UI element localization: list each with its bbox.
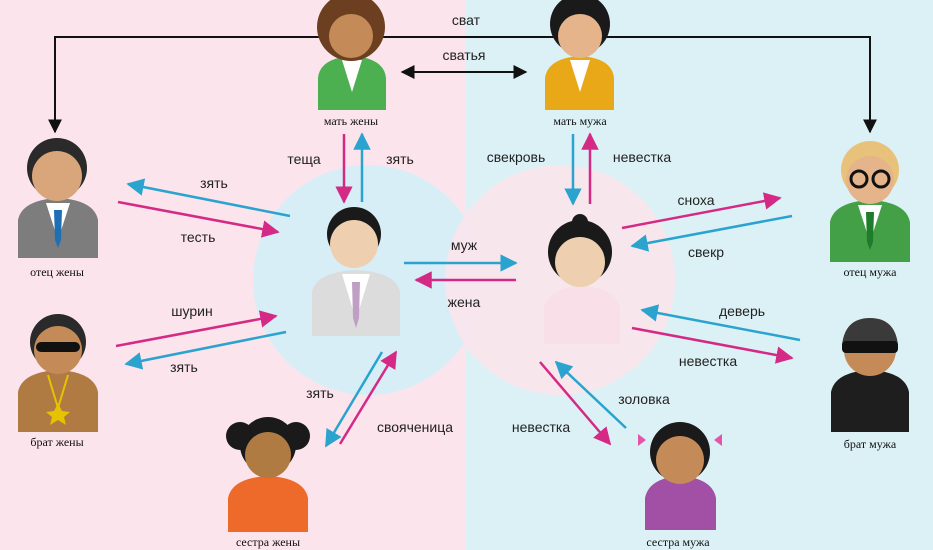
- zyat-sister-arrow: [324, 351, 384, 448]
- husband-father-figure: [830, 141, 910, 262]
- zyat-father-arrow: [126, 178, 291, 218]
- test-label: тесть: [181, 229, 216, 245]
- svat-connector: [48, 36, 877, 134]
- teshcha-label: теща: [287, 151, 321, 167]
- husband-brother-figure: [831, 318, 909, 432]
- nevestka-sister-arrow: [539, 361, 612, 446]
- test-arrow: [117, 200, 280, 238]
- zyat-brother-label: зять: [170, 359, 198, 375]
- zolovka-label: золовка: [618, 391, 670, 407]
- wife-brother-caption: брат жены: [30, 435, 83, 449]
- zyat-brother-arrow: [124, 330, 287, 370]
- wife-sister-figure: [226, 417, 310, 532]
- nevestka-sister-label: невестка: [512, 419, 570, 435]
- zyat-father-label: зять: [200, 175, 228, 191]
- dever-arrow: [640, 304, 801, 342]
- svoyachinitsa-arrow: [338, 350, 398, 445]
- wife-brother-figure: [18, 314, 98, 432]
- svekr-arrow: [630, 214, 793, 252]
- svekrov-label: свекровь: [487, 149, 546, 165]
- husband-sister-caption: сестра мужа: [646, 535, 710, 549]
- svat-label: сват: [452, 12, 481, 28]
- dever-label: деверь: [719, 303, 765, 319]
- zyat-mother-label: зять: [386, 151, 414, 167]
- muzh-label: муж: [451, 237, 478, 253]
- wife-father-figure: [18, 138, 98, 258]
- zyat-sister-label: зять: [306, 385, 334, 401]
- svatya-label: сватья: [442, 47, 485, 63]
- zhena-label: жена: [448, 294, 481, 310]
- husband-sister-figure: [638, 422, 722, 530]
- nevestka-mother-label: невестка: [613, 149, 671, 165]
- husband-mother-figure: [545, 0, 614, 110]
- wife-sister-caption: сестра жены: [236, 535, 300, 549]
- husband-figure: [312, 207, 400, 336]
- wife-mother-caption: мать жены: [324, 114, 378, 128]
- wife-mother-figure: [317, 0, 386, 110]
- husband-mother-caption: мать мужа: [553, 114, 607, 128]
- husband-brother-caption: брат мужа: [844, 437, 897, 451]
- svekr-label: свекр: [688, 244, 724, 260]
- svoyachinitsa-label: свояченица: [377, 419, 453, 435]
- snokha-label: сноха: [678, 192, 715, 208]
- wife-father-caption: отец жены: [30, 265, 84, 279]
- zolovka-arrow: [554, 360, 627, 429]
- husband-father-caption: отец мужа: [844, 265, 898, 279]
- wife-figure: [544, 214, 620, 344]
- nevestka-brother-arrow: [631, 326, 794, 364]
- shurin-arrow: [115, 310, 278, 348]
- nevestka-brother-label: невестка: [679, 353, 737, 369]
- snokha-arrow: [621, 192, 782, 230]
- shurin-label: шурин: [171, 303, 212, 319]
